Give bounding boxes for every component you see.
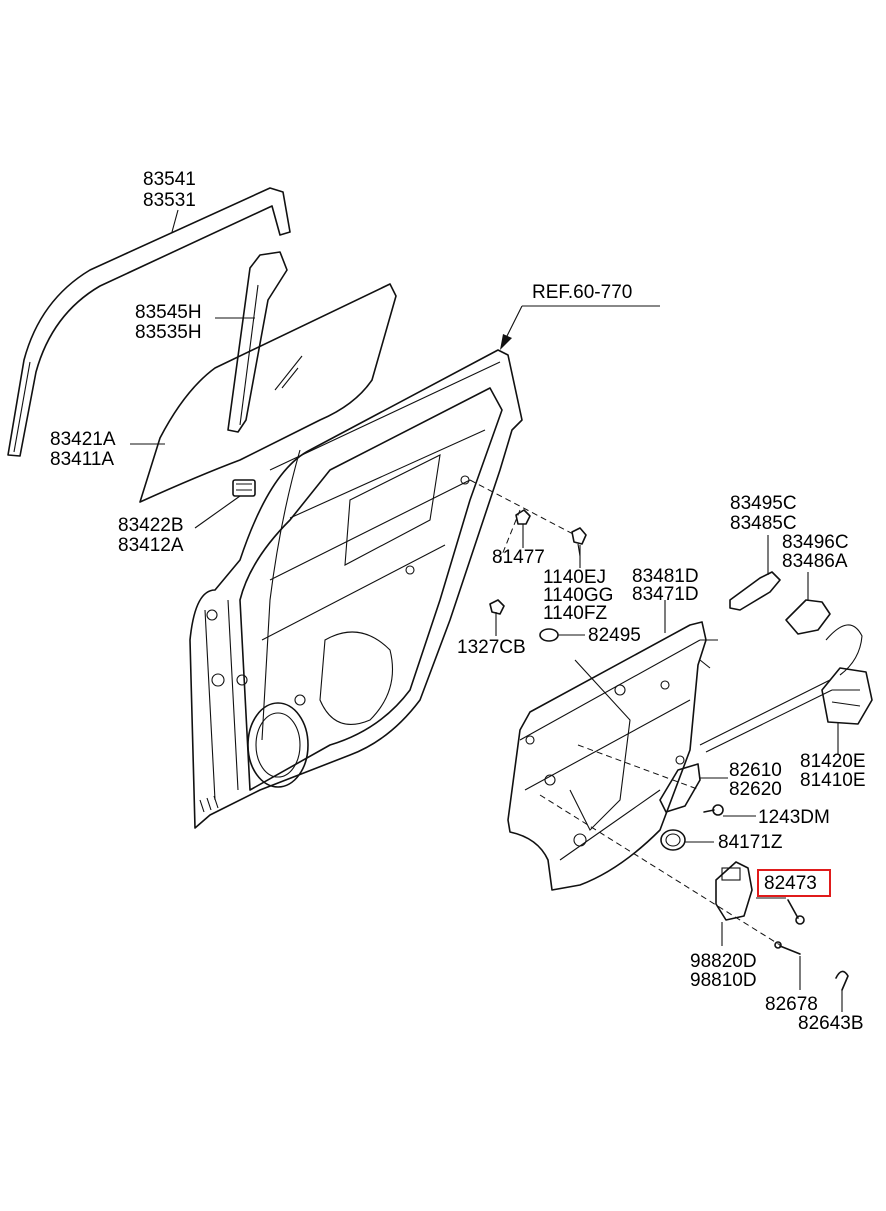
leader-ref-arrow	[504, 305, 523, 341]
label-84171Z: 84171Z	[718, 832, 783, 853]
screw-82473	[787, 899, 805, 925]
label-1140GG: 1140GG	[543, 585, 614, 606]
leader-83541	[171, 209, 179, 233]
label-98810D: 98810D	[690, 970, 757, 991]
rod-clip-83495C	[729, 571, 781, 611]
dash-line-4	[577, 744, 701, 791]
label-82678: 82678	[765, 994, 818, 1015]
pin-82678	[774, 941, 801, 955]
label-83495C: 83495C	[730, 493, 797, 514]
label-82643B: 82643B	[798, 1013, 864, 1034]
label-98820D: 98820D	[690, 951, 757, 972]
window-motor	[715, 861, 753, 921]
oring-82495	[539, 628, 559, 642]
label-83545H: 83545H	[135, 302, 202, 323]
label-83486A: 83486A	[782, 551, 848, 572]
label-83412A: 83412A	[118, 535, 184, 556]
label-83422B: 83422B	[118, 515, 184, 536]
label-83471D: 83471D	[632, 584, 699, 605]
label-83481D: 83481D	[632, 566, 699, 587]
window-run-channel	[7, 187, 291, 457]
label-82495: 82495	[588, 625, 641, 646]
door-latch	[699, 667, 873, 753]
door-panel	[189, 349, 523, 829]
label-83531: 83531	[143, 190, 196, 211]
label-ref: REF.60-770	[532, 282, 633, 303]
seal-84171Z	[660, 829, 686, 851]
ref-arrowhead	[500, 334, 512, 350]
screw-1243DM	[703, 804, 724, 816]
door-glass	[139, 283, 397, 503]
label-1327CB: 1327CB	[457, 637, 526, 658]
cable-clip-83496C	[785, 599, 863, 676]
label-83485C: 83485C	[730, 513, 797, 534]
label-81477: 81477	[492, 547, 545, 568]
module-panel	[507, 621, 718, 891]
glass-clip	[232, 479, 256, 497]
clip-82643B	[835, 970, 849, 991]
dash-line-3	[539, 794, 781, 946]
bolt-1140	[571, 527, 587, 557]
label-81420E: 81420E	[800, 751, 866, 772]
inside-handle	[659, 763, 701, 813]
label-1140FZ: 1140FZ	[543, 603, 608, 624]
label-1243DM: 1243DM	[758, 807, 830, 828]
label-83411A: 83411A	[50, 449, 115, 470]
grommet-81477	[515, 509, 531, 525]
window-guide	[227, 251, 288, 433]
label-82473[interactable]: 82473	[764, 873, 817, 894]
label-83541: 83541	[143, 169, 196, 190]
label-82610: 82610	[729, 760, 782, 781]
label-82620: 82620	[729, 779, 782, 800]
label-83496C: 83496C	[782, 532, 849, 553]
label-83535H: 83535H	[135, 322, 202, 343]
label-81410E: 81410E	[800, 770, 866, 791]
highlight-box-82473	[757, 869, 831, 897]
label-83421A: 83421A	[50, 429, 116, 450]
leader-83422B	[194, 495, 241, 529]
nut-1327CB	[489, 599, 505, 615]
label-1140EJ: 1140EJ	[543, 567, 607, 588]
